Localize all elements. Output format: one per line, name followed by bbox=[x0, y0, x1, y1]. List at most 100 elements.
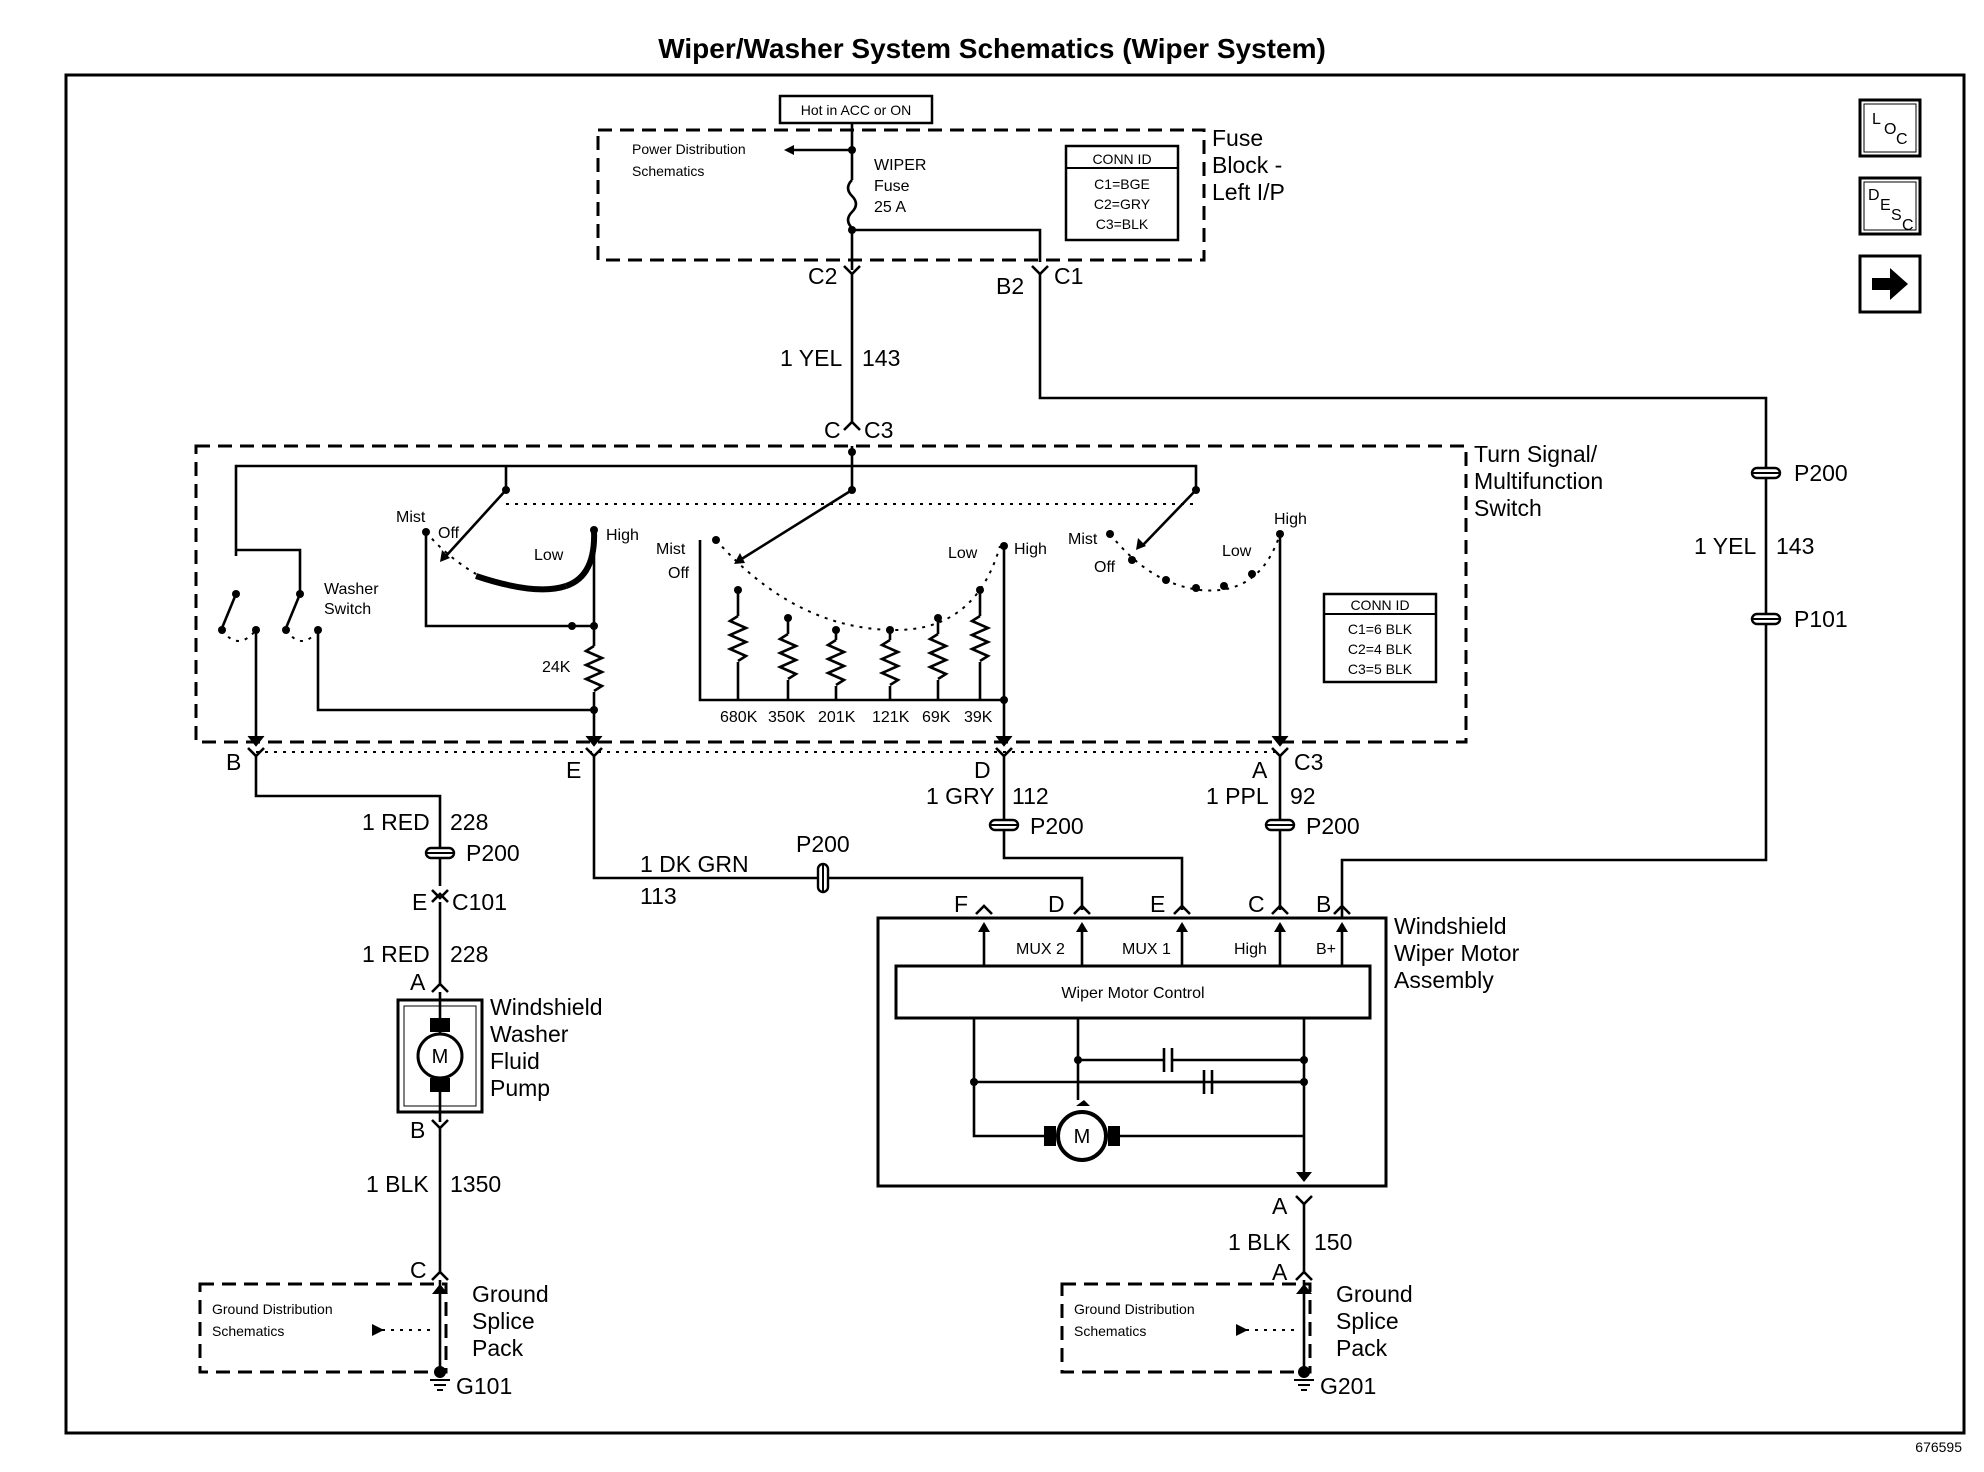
wire-number-label: 92 bbox=[1290, 783, 1316, 809]
connector-label: C3 bbox=[1294, 749, 1323, 775]
wire-color-label: 1 RED bbox=[362, 809, 430, 835]
washer-switch-label: Washer bbox=[324, 581, 379, 598]
resistor-label: 680K bbox=[720, 709, 758, 726]
conn-id-entry: C3=BLK bbox=[1096, 216, 1149, 232]
ground-splice-name: Splice bbox=[472, 1308, 535, 1334]
ground-splice-name: Pack bbox=[472, 1335, 524, 1361]
off-label: Off bbox=[438, 525, 460, 542]
pin-label: A bbox=[1272, 1193, 1288, 1219]
power-distribution-label: Schematics bbox=[632, 163, 704, 179]
wire-color-label: 1 YEL bbox=[1694, 533, 1756, 559]
connector-label: P101 bbox=[1794, 606, 1848, 632]
ground-splice-name: Ground bbox=[472, 1281, 549, 1307]
location-button[interactable]: L O C bbox=[1858, 98, 1922, 158]
low-label: Low bbox=[534, 547, 564, 564]
figure-id: 676595 bbox=[1915, 1439, 1962, 1455]
wiper-motor-name: Assembly bbox=[1394, 967, 1494, 993]
battery-input-label: B+ bbox=[1316, 941, 1336, 958]
conn-id-entry: C2=4 BLK bbox=[1348, 641, 1413, 657]
wire-color-label: 1 PPL bbox=[1206, 783, 1269, 809]
fuse-block: Hot in ACC or ON Fuse Block - Left I/P P… bbox=[596, 94, 1285, 299]
off-label: Off bbox=[668, 565, 690, 582]
conn-id-entry: C3=5 BLK bbox=[1348, 661, 1413, 677]
connector-label: C3 bbox=[864, 417, 893, 443]
mist-label: Mist bbox=[656, 541, 686, 558]
pin-label: C bbox=[1248, 891, 1265, 917]
conn-id-entry: C2=GRY bbox=[1094, 196, 1151, 212]
wire-color-label: 1 YEL bbox=[780, 345, 842, 371]
wire-number-label: 150 bbox=[1314, 1229, 1352, 1255]
pin-label: B bbox=[1316, 891, 1331, 917]
wire-113 bbox=[592, 756, 1084, 910]
power-distribution-label: Power Distribution bbox=[632, 141, 746, 157]
fuse-block-name: Fuse bbox=[1212, 125, 1263, 151]
conn-id-entry: C1=6 BLK bbox=[1348, 621, 1413, 637]
connector-p101 bbox=[1750, 612, 1782, 626]
ground-splice-pack-left: Ground Distribution Schematics Ground Sp… bbox=[198, 1280, 549, 1399]
connector-label: P200 bbox=[466, 840, 520, 866]
mist-label: Mist bbox=[1068, 531, 1098, 548]
switch-conn-id-box bbox=[1322, 592, 1438, 684]
high-label: High bbox=[1014, 541, 1047, 558]
ground-splice-name: Pack bbox=[1336, 1335, 1388, 1361]
ground-distribution-label: Ground Distribution bbox=[1074, 1301, 1195, 1317]
wiper-motor-control bbox=[894, 964, 1372, 1020]
high-label: High bbox=[1274, 511, 1307, 528]
pin-label: B bbox=[410, 1117, 425, 1143]
connector-label: C101 bbox=[452, 889, 507, 915]
mux1-label: MUX 1 bbox=[1122, 941, 1171, 958]
connector-label: P200 bbox=[796, 831, 850, 857]
arrow-right-icon bbox=[372, 1324, 384, 1336]
ground-id: G101 bbox=[456, 1373, 512, 1399]
svg-text:L: L bbox=[1872, 111, 1881, 128]
arrow-left-icon bbox=[784, 145, 794, 155]
resistor-label: 39K bbox=[964, 709, 993, 726]
fuse-block-name: Left I/P bbox=[1212, 179, 1285, 205]
wiper-motor-box bbox=[876, 916, 1388, 1188]
pin-label: B bbox=[226, 749, 241, 775]
connector-label: P200 bbox=[1306, 813, 1360, 839]
pin-label: C bbox=[410, 1257, 427, 1283]
wiper-motor-control-label: Wiper Motor Control bbox=[1061, 985, 1204, 1002]
resistor-label: 350K bbox=[768, 709, 806, 726]
connector-label: P200 bbox=[1794, 460, 1848, 486]
ground-id: G201 bbox=[1320, 1373, 1376, 1399]
pin-label: E bbox=[1150, 891, 1165, 917]
switch-name: Turn Signal/ bbox=[1474, 441, 1598, 467]
terminal-label: C2 bbox=[808, 263, 837, 289]
low-label: Low bbox=[1222, 543, 1252, 560]
pin-label: F bbox=[954, 891, 968, 917]
off-label: Off bbox=[1094, 559, 1116, 576]
wiper-motor-icon bbox=[1056, 1110, 1108, 1162]
resistor-ladder bbox=[726, 590, 992, 700]
connector-p200-right bbox=[1750, 466, 1782, 480]
multifunction-switch: Turn Signal/ Multifunction Switch Mist O… bbox=[194, 441, 1603, 747]
fuse-name: WIPER bbox=[874, 157, 926, 174]
fuse-icon bbox=[846, 179, 858, 229]
svg-text:E: E bbox=[1880, 197, 1891, 214]
washer-switch-label: Switch bbox=[324, 601, 371, 618]
pump-name: Pump bbox=[490, 1075, 550, 1101]
description-button[interactable]: D E S C bbox=[1858, 176, 1922, 236]
svg-text:D: D bbox=[1868, 187, 1880, 204]
pin-label: D bbox=[974, 757, 991, 783]
connector-p200-112 bbox=[988, 818, 1020, 832]
connector-p200-113 bbox=[816, 862, 830, 894]
wiper-motor-name: Wiper Motor bbox=[1394, 940, 1520, 966]
pin-label: D bbox=[1048, 891, 1065, 917]
wire-color-label: 1 DK GRN bbox=[640, 851, 749, 877]
resistor-24k bbox=[582, 644, 606, 693]
fuse-label: Fuse bbox=[874, 178, 910, 195]
wire-number-label: 143 bbox=[862, 345, 900, 371]
ground-distribution-label: Schematics bbox=[212, 1323, 284, 1339]
svg-text:O: O bbox=[1884, 121, 1896, 138]
pump-name: Fluid bbox=[490, 1048, 540, 1074]
wire-228 bbox=[254, 756, 442, 848]
pump-name: Washer bbox=[490, 1021, 569, 1047]
svg-text:C: C bbox=[1896, 131, 1908, 148]
motor-label: M bbox=[432, 1046, 449, 1068]
connector-p200-left bbox=[424, 846, 456, 860]
next-page-button[interactable] bbox=[1858, 254, 1922, 314]
wiper-motor-assembly: F D E C B Windshield Wiper Motor Assembl… bbox=[876, 891, 1520, 1188]
wire-number-label: 113 bbox=[640, 883, 677, 909]
